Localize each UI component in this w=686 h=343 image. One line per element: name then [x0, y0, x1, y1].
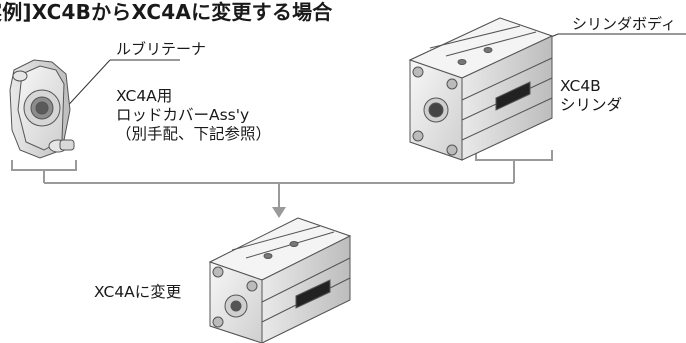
rod-cover-line-2: ロッドカバーAss'y [116, 106, 250, 124]
cylinder-body-label: シリンダボディ [572, 15, 676, 33]
xc4b-line-2: シリンダ [560, 96, 623, 114]
lubretainer-leader [61, 59, 111, 113]
xc4b-line-1: XC4B [560, 77, 601, 95]
rod-cover-part [9, 59, 75, 159]
rod-cover-line-1: XC4A用 [116, 87, 173, 105]
changed-label: XC4Aに変更 [94, 283, 182, 301]
bracket-left [11, 160, 77, 171]
page-title: 実例]XC4BからXC4Aに変更する場合 [0, 0, 333, 24]
rod-cover-label: XC4A用 ロッドカバーAss'y （別手配、下記参照） [116, 87, 271, 144]
connector-lines [11, 150, 553, 208]
lubretainer-label: ルブリテーナ [116, 40, 207, 58]
xc4b-cylinder [408, 17, 554, 161]
rod-cover-line-3: （別手配、下記参照） [116, 125, 272, 143]
bracket-right [475, 150, 553, 161]
leader-lines [61, 33, 686, 113]
xc4b-label: XC4B シリンダ [560, 77, 622, 115]
down-arrow-head [272, 207, 286, 218]
xc4a-cylinder [208, 217, 352, 343]
